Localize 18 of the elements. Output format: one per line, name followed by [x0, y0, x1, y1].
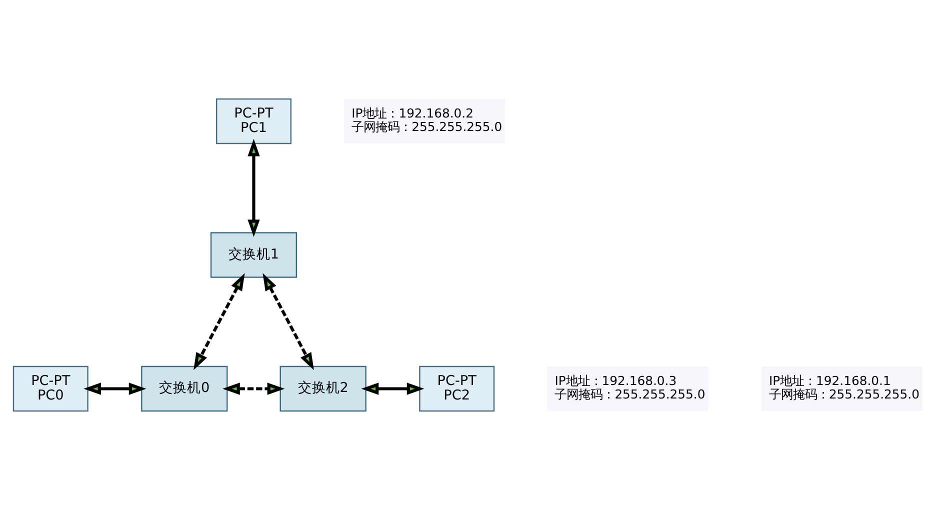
node-label: 子网掩码：255.255.255.0 [768, 388, 920, 402]
node-box: PC-PT PC1 [216, 98, 292, 144]
node-label: IP地址：192.168.0.2 [352, 106, 474, 121]
node-label: 子网掩码：255.255.255.0 [554, 388, 706, 402]
arrow [248, 138, 260, 237]
arrow [262, 273, 314, 370]
node-box: 交换机0 [141, 366, 228, 412]
node-box: PC-PT PC2 [419, 366, 495, 412]
arrow [84, 382, 146, 395]
arrow [194, 273, 245, 370]
node-label: IP地址：192.168.0.1 [768, 374, 891, 388]
node-box: 交换机1 [210, 232, 298, 278]
node-label: 子网掩码：255.255.255.0 [352, 120, 502, 134]
arrow [222, 382, 285, 395]
node-label: IP地址：192.168.0.3 [554, 374, 677, 388]
node-box: PC-PT PC0 [12, 366, 88, 412]
arrow [361, 382, 424, 395]
node-box: 交换机2 [280, 366, 366, 412]
